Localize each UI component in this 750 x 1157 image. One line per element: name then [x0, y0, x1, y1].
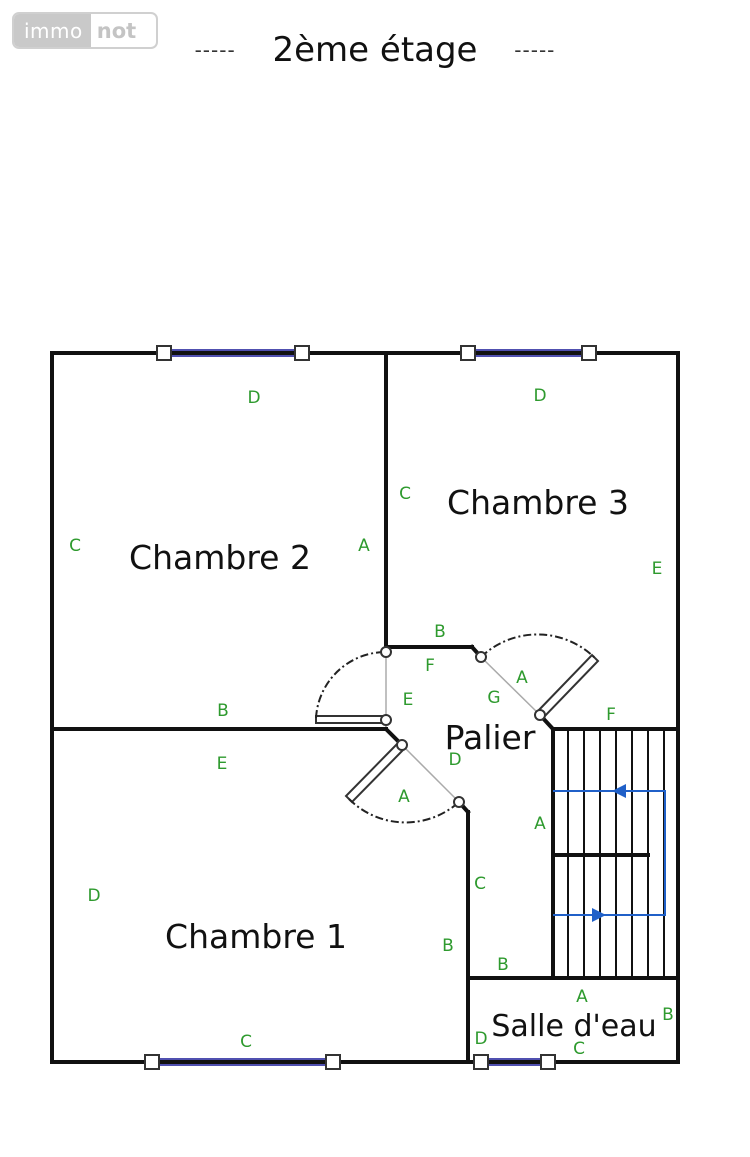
- room-labels: Chambre 2 Chambre 3 Palier Chambre 1 Sal…: [129, 483, 657, 1044]
- room-label-palier: Palier: [445, 718, 536, 757]
- window-salle-eau: [473, 1054, 556, 1070]
- code-label: C: [240, 1032, 252, 1052]
- code-label: G: [487, 688, 500, 708]
- code-label: D: [247, 388, 260, 408]
- door-chambre1: [344, 739, 465, 824]
- code-label: B: [442, 936, 454, 956]
- code-label: D: [448, 750, 461, 770]
- window-chambre1: [144, 1054, 341, 1070]
- code-label: C: [573, 1039, 585, 1059]
- logo-text-not: not: [96, 18, 137, 43]
- title-dashes-left: -----: [194, 37, 236, 62]
- doors: [315, 633, 600, 824]
- code-label: C: [474, 874, 486, 894]
- room-label-chambre1: Chambre 1: [165, 917, 347, 956]
- code-label: A: [534, 814, 546, 834]
- room-label-salle-eau: Salle d'eau: [491, 1009, 656, 1044]
- code-label: F: [425, 656, 435, 676]
- code-label: A: [358, 536, 370, 556]
- door-chambre2: [315, 646, 392, 726]
- code-label: E: [217, 754, 228, 774]
- floor-title: ----- 2ème étage -----: [0, 28, 750, 70]
- code-label: E: [652, 559, 663, 579]
- floor-title-text: 2ème étage: [272, 29, 478, 70]
- code-label: A: [398, 787, 410, 807]
- code-label: D: [533, 386, 546, 406]
- window-chambre2: [156, 345, 310, 361]
- code-label: B: [217, 701, 229, 721]
- stair-direction-arrows: [553, 784, 666, 922]
- windows: [144, 345, 597, 1070]
- window-chambre3: [460, 345, 597, 361]
- room-label-chambre2: Chambre 2: [129, 538, 311, 577]
- staircase: [553, 731, 666, 976]
- code-label: F: [606, 705, 616, 725]
- walls: [50, 351, 680, 1064]
- code-label: A: [516, 668, 528, 688]
- code-label: B: [497, 955, 509, 975]
- guide-line-2: [401, 744, 460, 803]
- door-chambre3: [475, 633, 600, 721]
- room-label-chambre3: Chambre 3: [447, 483, 629, 522]
- code-label: E: [403, 690, 414, 710]
- landing-guides: [385, 652, 541, 803]
- immonot-logo: immo not: [12, 12, 158, 49]
- code-label: A: [576, 987, 588, 1007]
- guide-line-3: [480, 656, 541, 716]
- code-label: B: [662, 1005, 674, 1025]
- code-label: D: [87, 886, 100, 906]
- wall-codes: D C A B D C E B F E G A D F E A D C B A …: [69, 386, 674, 1059]
- code-label: C: [69, 536, 81, 556]
- code-label: C: [399, 484, 411, 504]
- title-dashes-right: -----: [514, 37, 556, 62]
- code-label: D: [474, 1029, 487, 1049]
- code-label: B: [434, 622, 446, 642]
- logo-text-immo: immo: [14, 14, 91, 47]
